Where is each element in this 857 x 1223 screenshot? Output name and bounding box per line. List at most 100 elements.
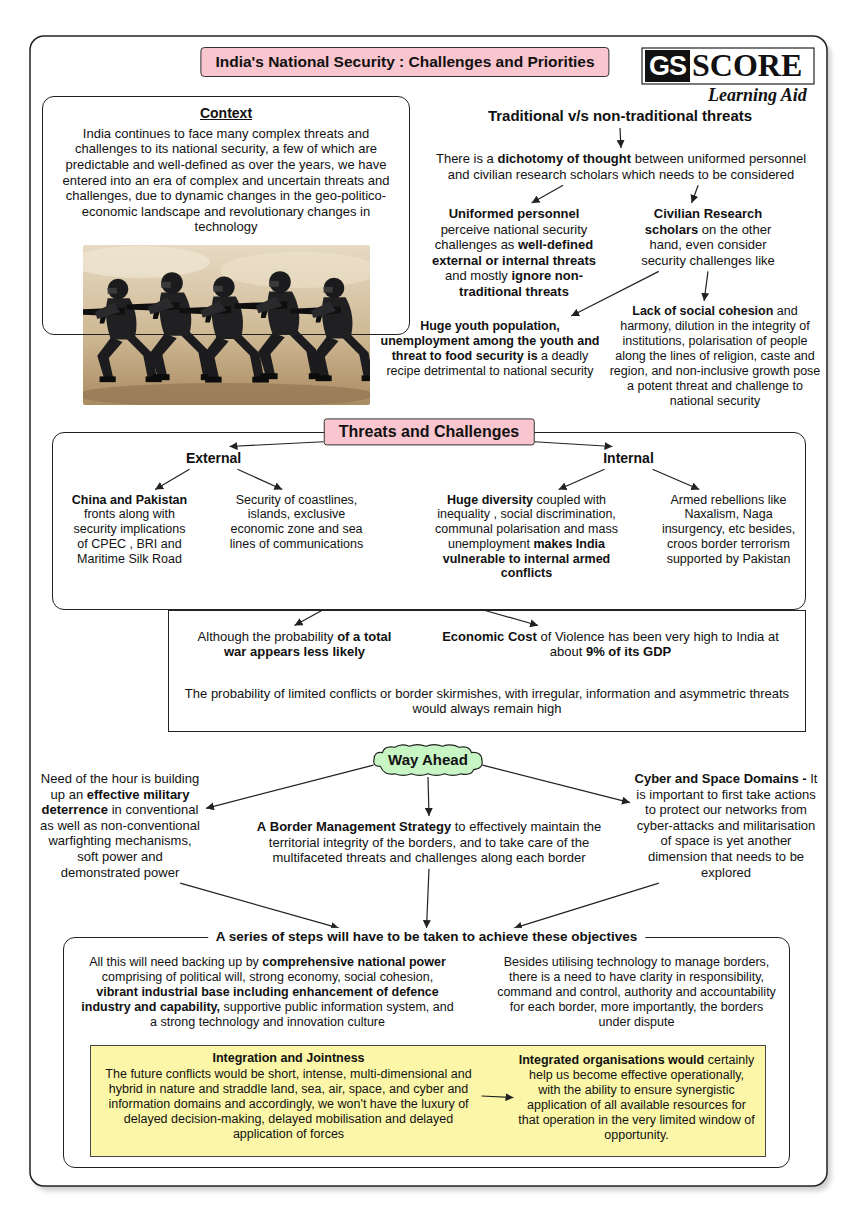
ground-shadow <box>83 383 370 405</box>
logo-mark: GS <box>645 50 690 82</box>
bold-run: base <box>201 985 230 999</box>
bold-run: of <box>376 985 388 999</box>
bold-run: threat <box>392 349 427 363</box>
note-text: Huge youth population, unemployment amon… <box>374 316 606 382</box>
soldiers-photo <box>83 245 370 405</box>
branch-heading: External <box>174 447 254 470</box>
bold-run: of <box>337 629 349 644</box>
bold-run: Research <box>704 206 763 221</box>
cloud-path <box>374 745 482 776</box>
note-text: China and Pakistan fronts along with sec… <box>66 490 194 570</box>
bold-run: Uniformed <box>449 206 514 221</box>
note-text: Integrated organisations would certainly… <box>514 1050 760 1146</box>
summary-box: The probability of limited conflicts or … <box>168 610 806 732</box>
bold-run: youth <box>455 319 489 333</box>
bold-run: power <box>409 955 446 969</box>
body-text: Armed rebellions like Naxalism, Naga ins… <box>659 493 799 567</box>
bold-run: of <box>608 644 620 659</box>
section-heading: A series of steps will have to be taken … <box>208 928 645 946</box>
bold-run: military <box>143 787 189 802</box>
cloud-shape: Way Ahead <box>370 743 486 777</box>
context-box: ContextIndia continues to face many comp… <box>42 96 410 335</box>
bold-run: GDP <box>643 644 671 659</box>
bold-run: Economic <box>442 629 504 644</box>
bold-run: Cyber <box>635 771 672 786</box>
bold-run: its <box>624 644 639 659</box>
bold-run: vibrant <box>96 985 138 999</box>
bold-run: unemployment <box>381 334 470 348</box>
connector-arrow <box>206 765 373 808</box>
bold-run: Integrated <box>519 1053 579 1067</box>
body-text: Economic Cost of Violence has been very … <box>433 629 789 660</box>
bold-run: Strategy <box>399 819 451 834</box>
bold-run: likely <box>332 644 365 659</box>
body-text: Huge youth population, unemployment amon… <box>377 319 603 379</box>
connector-arrow <box>653 469 700 489</box>
body-text: Need of the hour is building up an effec… <box>37 771 203 880</box>
connector-arrow <box>483 765 630 802</box>
connector-arrow <box>238 469 283 489</box>
note-text: Civilian Research scholars on the other … <box>626 203 790 271</box>
bold-run: of <box>567 151 579 166</box>
bold-run: Pakistan <box>136 493 187 507</box>
topic-heading: Traditional v/s non-traditional threats <box>440 104 800 128</box>
bold-run: or <box>485 253 498 268</box>
body-text: India continues to face many complex thr… <box>53 126 399 235</box>
connector-arrow <box>620 128 621 148</box>
connector-arrow <box>532 185 564 203</box>
connector-arrow <box>428 777 429 816</box>
connector-arrow <box>559 469 605 489</box>
soldier-figure <box>126 272 217 380</box>
body-text: China and Pakistan fronts along with sec… <box>69 493 191 567</box>
bold-run: Domains <box>744 771 799 786</box>
bold-run: vulnerable <box>443 552 506 566</box>
section-frame: A series of steps will have to be taken … <box>63 937 790 1168</box>
body-text: Traditional v/s non-traditional threats <box>443 107 797 125</box>
bold-run: 9% <box>586 644 605 659</box>
soldier-figure <box>290 278 370 382</box>
soldier-figure <box>179 276 269 382</box>
connector-arrow <box>483 610 538 626</box>
bold-run: and <box>110 493 132 507</box>
bold-run: would <box>668 1053 704 1067</box>
note-text: A Border Management Strategy to effectiv… <box>229 816 629 869</box>
bold-run: appears <box>250 644 300 659</box>
dust <box>83 246 210 278</box>
bold-run: Huge <box>420 319 451 333</box>
bold-run: and <box>577 334 599 348</box>
bold-run: youth <box>540 334 574 348</box>
connector-arrow <box>692 185 699 203</box>
bold-run: population, <box>492 319 559 333</box>
bold-run: including <box>233 985 289 999</box>
bold-run: personnel <box>517 206 579 221</box>
bold-run: ignore <box>512 268 552 283</box>
logo-word: SCORE <box>692 47 802 83</box>
connector-arrow <box>534 442 612 447</box>
bold-run: defence <box>392 985 439 999</box>
bold-run: Cost <box>508 629 537 644</box>
note-text: Need of the hour is building up an effec… <box>34 768 206 883</box>
body-text: Lack of social cohesion and harmony, dil… <box>609 304 821 409</box>
bold-run: organisations <box>583 1053 665 1067</box>
bold-run: external <box>432 253 482 268</box>
bold-run: China <box>72 493 107 507</box>
bold-run: comprehensive <box>262 955 354 969</box>
highlight-band: Integration and JointnessThe future conf… <box>90 1045 766 1157</box>
connector-arrow <box>514 883 659 928</box>
bold-run: deterrence <box>42 802 108 817</box>
body-text: Besides utilising technology to manage b… <box>495 955 779 1030</box>
bold-run: well-defined <box>518 237 593 252</box>
bold-run: a <box>353 629 360 644</box>
body-text: Although the probability of a total war … <box>191 629 399 660</box>
bold-run: social <box>680 304 715 318</box>
branch-heading: Internal <box>589 447 669 470</box>
connector-arrow <box>704 271 708 301</box>
bold-run: and <box>675 771 698 786</box>
body-text: Integrated organisations would certainly… <box>517 1053 757 1143</box>
bold-run: capability, <box>160 1000 220 1014</box>
bold-run: among <box>473 334 514 348</box>
bold-run: diversity <box>482 493 533 507</box>
logo-tagline: Learning Aid <box>708 84 807 106</box>
connector-arrow <box>155 469 189 489</box>
bold-run: Space <box>702 771 740 786</box>
